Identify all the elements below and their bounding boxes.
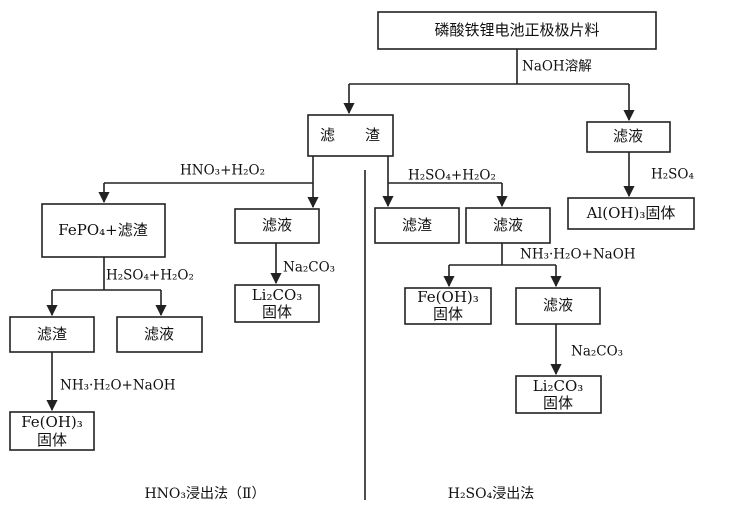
node-residue-left-label: 滤渣 — [37, 325, 67, 343]
node-filtrate-hno3-label: 滤液 — [262, 216, 292, 234]
node-filtrate-main: 滤液 — [586, 121, 671, 153]
node-residue-h2so4: 滤渣 — [374, 207, 460, 244]
node-root-label: 磷酸铁锂电池正极极片料 — [434, 21, 599, 39]
node-filtrate-mid-label: 滤液 — [543, 296, 573, 314]
node-residue-main-label: 滤 渣 — [320, 126, 380, 144]
node-li2co3-left-line2: 固体 — [262, 303, 292, 321]
node-filtrate-left: 滤液 — [116, 316, 203, 353]
node-li2co3-left-line1: Li₂CO₃ — [252, 286, 303, 304]
reagent-na2co3-left: Na₂CO₃ — [283, 260, 335, 276]
node-fe-oh3-left: Fe(OH)₃ 固体 — [9, 411, 95, 451]
node-fe-oh3-mid-line1: Fe(OH)₃ — [417, 288, 479, 306]
node-li2co3-right-line2: 固体 — [543, 394, 573, 412]
reagent-h2so4-h2o2-left: H₂SO₄+H₂O₂ — [106, 268, 194, 284]
node-residue-h2so4-label: 滤渣 — [402, 216, 432, 234]
node-al-oh3-label: Al(OH)₃固体 — [586, 204, 676, 222]
reagent-h2so4-h2o2-right: H₂SO₄+H₂O₂ — [408, 168, 496, 184]
caption-h2so4-method: H₂SO₄浸出法 — [448, 486, 535, 502]
node-fepo4-residue-label: FePO₄+滤渣 — [58, 221, 147, 239]
node-filtrate-hno3: 滤液 — [234, 208, 320, 244]
caption-hno3-method: HNO₃浸出法（Ⅱ） — [144, 486, 265, 502]
node-root: 磷酸铁锂电池正极极片料 — [377, 11, 657, 50]
reagent-nh3-naoh-right: NH₃·H₂O+NaOH — [520, 247, 636, 263]
reagent-na2co3-right: Na₂CO₃ — [571, 344, 623, 360]
reagent-nh3-naoh-left: NH₃·H₂O+NaOH — [60, 378, 176, 394]
node-li2co3-left: Li₂CO₃ 固体 — [234, 284, 320, 323]
flow-edges — [46, 49, 635, 500]
node-filtrate-h2so4: 滤液 — [465, 207, 551, 244]
node-fe-oh3-left-line1: Fe(OH)₃ — [21, 413, 83, 431]
node-al-oh3: Al(OH)₃固体 — [567, 197, 695, 230]
reagent-h2so4: H₂SO₄ — [651, 167, 694, 183]
node-li2co3-right-line1: Li₂CO₃ — [533, 377, 584, 395]
node-fe-oh3-mid-line2: 固体 — [433, 305, 463, 323]
node-residue-main: 滤 渣 — [307, 114, 394, 157]
node-li2co3-right: Li₂CO₃ 固体 — [515, 375, 602, 414]
reagent-labels: NaOH溶解 H₂SO₄ HNO₃+H₂O₂ H₂SO₄+H₂O₂ Na₂CO₃… — [60, 59, 694, 394]
node-filtrate-left-label: 滤液 — [144, 325, 174, 343]
node-fe-oh3-mid: Fe(OH)₃ 固体 — [404, 287, 492, 325]
reagent-hno3-h2o2: HNO₃+H₂O₂ — [180, 163, 265, 179]
node-residue-left: 滤渣 — [9, 316, 95, 353]
node-fe-oh3-left-line2: 固体 — [37, 431, 67, 449]
node-filtrate-mid: 滤液 — [515, 287, 601, 325]
reagent-naoh-dissolve: NaOH溶解 — [522, 59, 592, 75]
node-filtrate-main-label: 滤液 — [613, 127, 643, 145]
node-fepo4-residue: FePO₄+滤渣 — [41, 203, 166, 258]
node-filtrate-h2so4-label: 滤液 — [493, 216, 523, 234]
